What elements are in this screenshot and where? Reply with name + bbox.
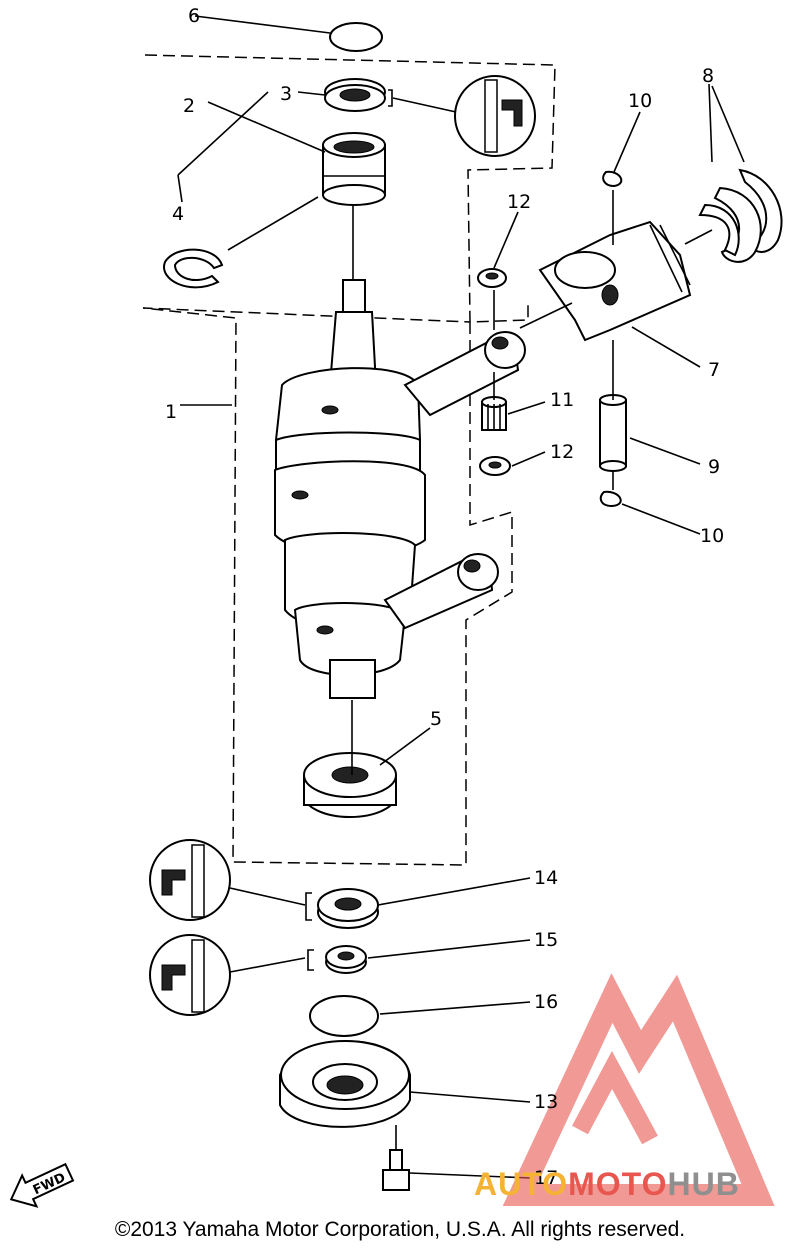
copyright-notice: ©2013 Yamaha Motor Corporation, U.S.A. A… [114, 1218, 686, 1241]
part-10-clip-bottom [599, 490, 622, 508]
part-5-bearing [303, 752, 397, 818]
part-7-piston [538, 220, 692, 342]
watermark-auto: AUTO [474, 1166, 569, 1202]
watermark-moto: MOTO [568, 1166, 668, 1202]
fwd-direction-badge: FWD [9, 1162, 75, 1208]
crankshaft-assembly-boundary [142, 54, 556, 866]
callout-9: 9 [708, 456, 720, 478]
callout-15: 15 [534, 929, 558, 951]
callout-10-top: 10 [628, 90, 652, 112]
callout-14: 14 [534, 867, 558, 889]
seal-orientation-detail-15 [149, 934, 306, 1016]
part-15-oil-seal [325, 945, 367, 974]
part-4-circlip [163, 248, 224, 289]
part-17-bolt [382, 1149, 410, 1191]
callout-12-top: 12 [507, 191, 531, 213]
part-11-needle-bearing [481, 396, 507, 431]
callout-labels: 6 3 2 4 1 5 8 10 12 7 11 12 9 10 14 15 1… [165, 5, 724, 1189]
callout-4: 4 [172, 203, 184, 225]
part-14-oil-seal [317, 888, 379, 929]
bracket-part-14 [305, 892, 312, 921]
crankshaft [274, 279, 426, 699]
callout-12-bottom: 12 [550, 441, 574, 463]
part-12-washer-bottom [479, 456, 511, 476]
callout-17: 17 [534, 1167, 558, 1189]
bracket-part-15 [307, 949, 314, 971]
callout-6: 6 [188, 5, 200, 27]
connecting-rod-upper [403, 331, 526, 417]
callout-7: 7 [708, 359, 720, 381]
watermark-brand: AUTOMOTOHUB [474, 1166, 740, 1203]
callout-2: 2 [183, 95, 195, 117]
callout-10-bottom: 10 [700, 525, 724, 547]
callout-13: 13 [534, 1091, 558, 1113]
bracket-part-3 [388, 89, 393, 107]
part-12-washer-top [477, 268, 507, 288]
watermark-logo [502, 973, 775, 1206]
part-16-o-ring [309, 995, 379, 1037]
part-6-o-ring [329, 22, 383, 52]
crankshaft-exploded-diagram: 6 3 2 4 1 5 8 10 12 7 11 12 9 10 14 15 1… [9, 5, 783, 1208]
seal-orientation-detail-14 [149, 839, 306, 921]
watermark-hub: HUB [667, 1166, 740, 1202]
part-8-piston-rings [698, 168, 783, 263]
callout-8: 8 [702, 65, 714, 87]
part-9-piston-pin [599, 394, 627, 472]
part-3-oil-seal [324, 78, 386, 112]
callout-11: 11 [550, 389, 574, 411]
callout-5: 5 [430, 708, 442, 730]
part-2-bearing [322, 132, 386, 206]
seal-orientation-detail-top [392, 75, 536, 157]
part-13-oil-seal-housing [279, 1040, 411, 1128]
callout-16: 16 [534, 991, 558, 1013]
connecting-rod-lower [383, 553, 499, 630]
part-10-clip-top [602, 170, 623, 188]
callout-1: 1 [165, 401, 177, 423]
callout-3: 3 [280, 83, 292, 105]
